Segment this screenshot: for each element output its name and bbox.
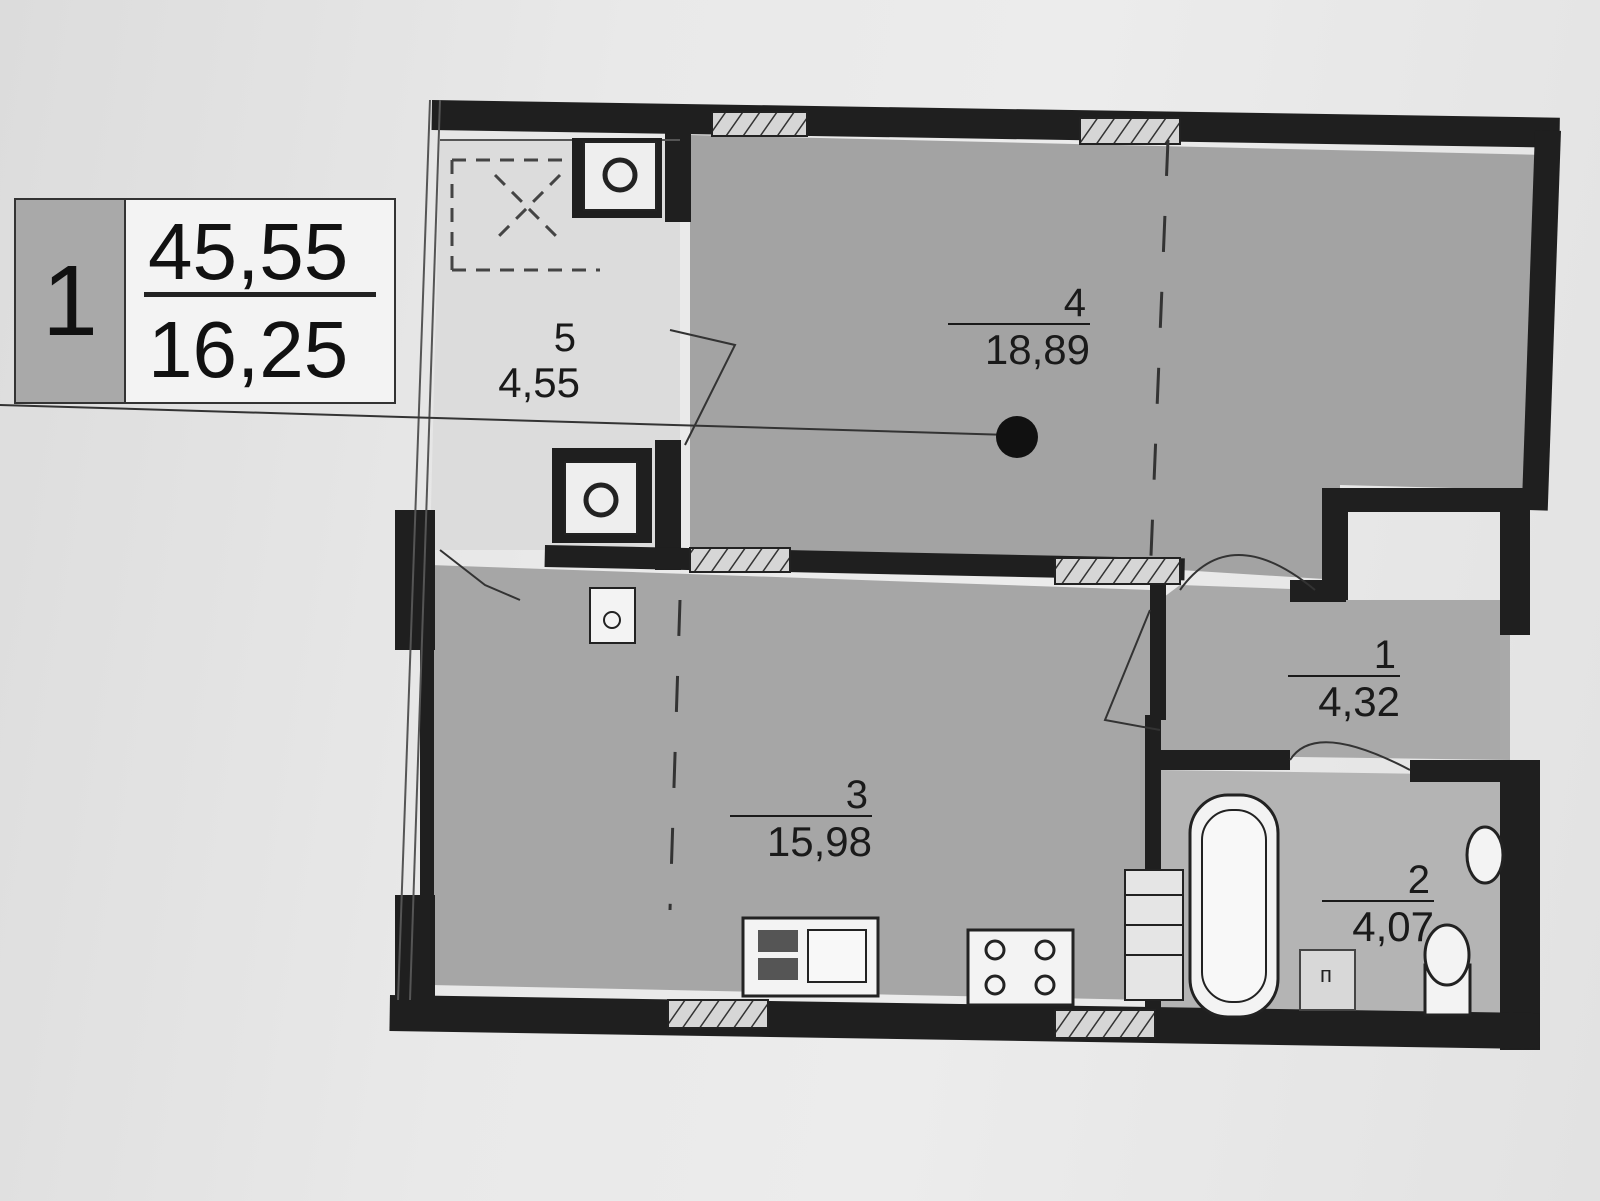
bathtub bbox=[1188, 793, 1280, 1019]
room-label-5: 5 4,55 bbox=[468, 318, 580, 404]
fixture-label: п bbox=[1320, 962, 1332, 987]
room-area: 18,89 bbox=[948, 323, 1090, 371]
bathroom-sink bbox=[1465, 825, 1505, 885]
washing-machine-rack bbox=[1124, 869, 1184, 1001]
room-area: 4,07 bbox=[1322, 900, 1434, 948]
kitchen-sink bbox=[741, 916, 880, 998]
room-5-floor bbox=[430, 140, 680, 550]
marker-dot bbox=[996, 416, 1038, 458]
living-area: 16,25 bbox=[148, 305, 349, 394]
room-label-2: 2 4,07 bbox=[1322, 860, 1434, 948]
door-swings bbox=[439, 329, 1411, 771]
room-label-3: 3 15,98 bbox=[730, 775, 872, 863]
total-area: 45,55 bbox=[148, 207, 349, 296]
fixture-box bbox=[1299, 949, 1356, 1011]
room-3-floor bbox=[430, 565, 1150, 1000]
vent-shaft-top bbox=[572, 138, 662, 218]
room-area: 4,55 bbox=[498, 359, 580, 406]
room-number: 5 bbox=[553, 316, 576, 360]
room-label-1: 1 4,32 bbox=[1288, 635, 1400, 723]
vent-shaft-bottom bbox=[552, 448, 652, 543]
room-4-floor bbox=[690, 135, 1545, 580]
zone-dividers bbox=[668, 139, 1170, 911]
room-1-floor bbox=[1160, 585, 1510, 760]
room-number: 2 bbox=[1407, 858, 1430, 902]
toilet bbox=[1423, 923, 1472, 1017]
apartment-areas: 45,55 16,25 bbox=[126, 200, 394, 402]
apartment-info-box: 1 45,55 16,25 bbox=[14, 198, 396, 404]
room-number: 1 bbox=[1373, 633, 1396, 677]
room-area: 15,98 bbox=[730, 815, 872, 863]
windows bbox=[667, 111, 1181, 1039]
room-number: 4 bbox=[1063, 281, 1086, 325]
room-label-4: 4 18,89 bbox=[948, 283, 1090, 371]
room-area: 4,32 bbox=[1288, 675, 1400, 723]
radiator bbox=[589, 587, 636, 644]
room-number: 3 bbox=[845, 773, 868, 817]
pointer-line bbox=[0, 404, 1011, 436]
fraction-line bbox=[144, 292, 376, 297]
kitchen-stove bbox=[966, 928, 1075, 1007]
apartment-number: 1 bbox=[16, 200, 126, 402]
